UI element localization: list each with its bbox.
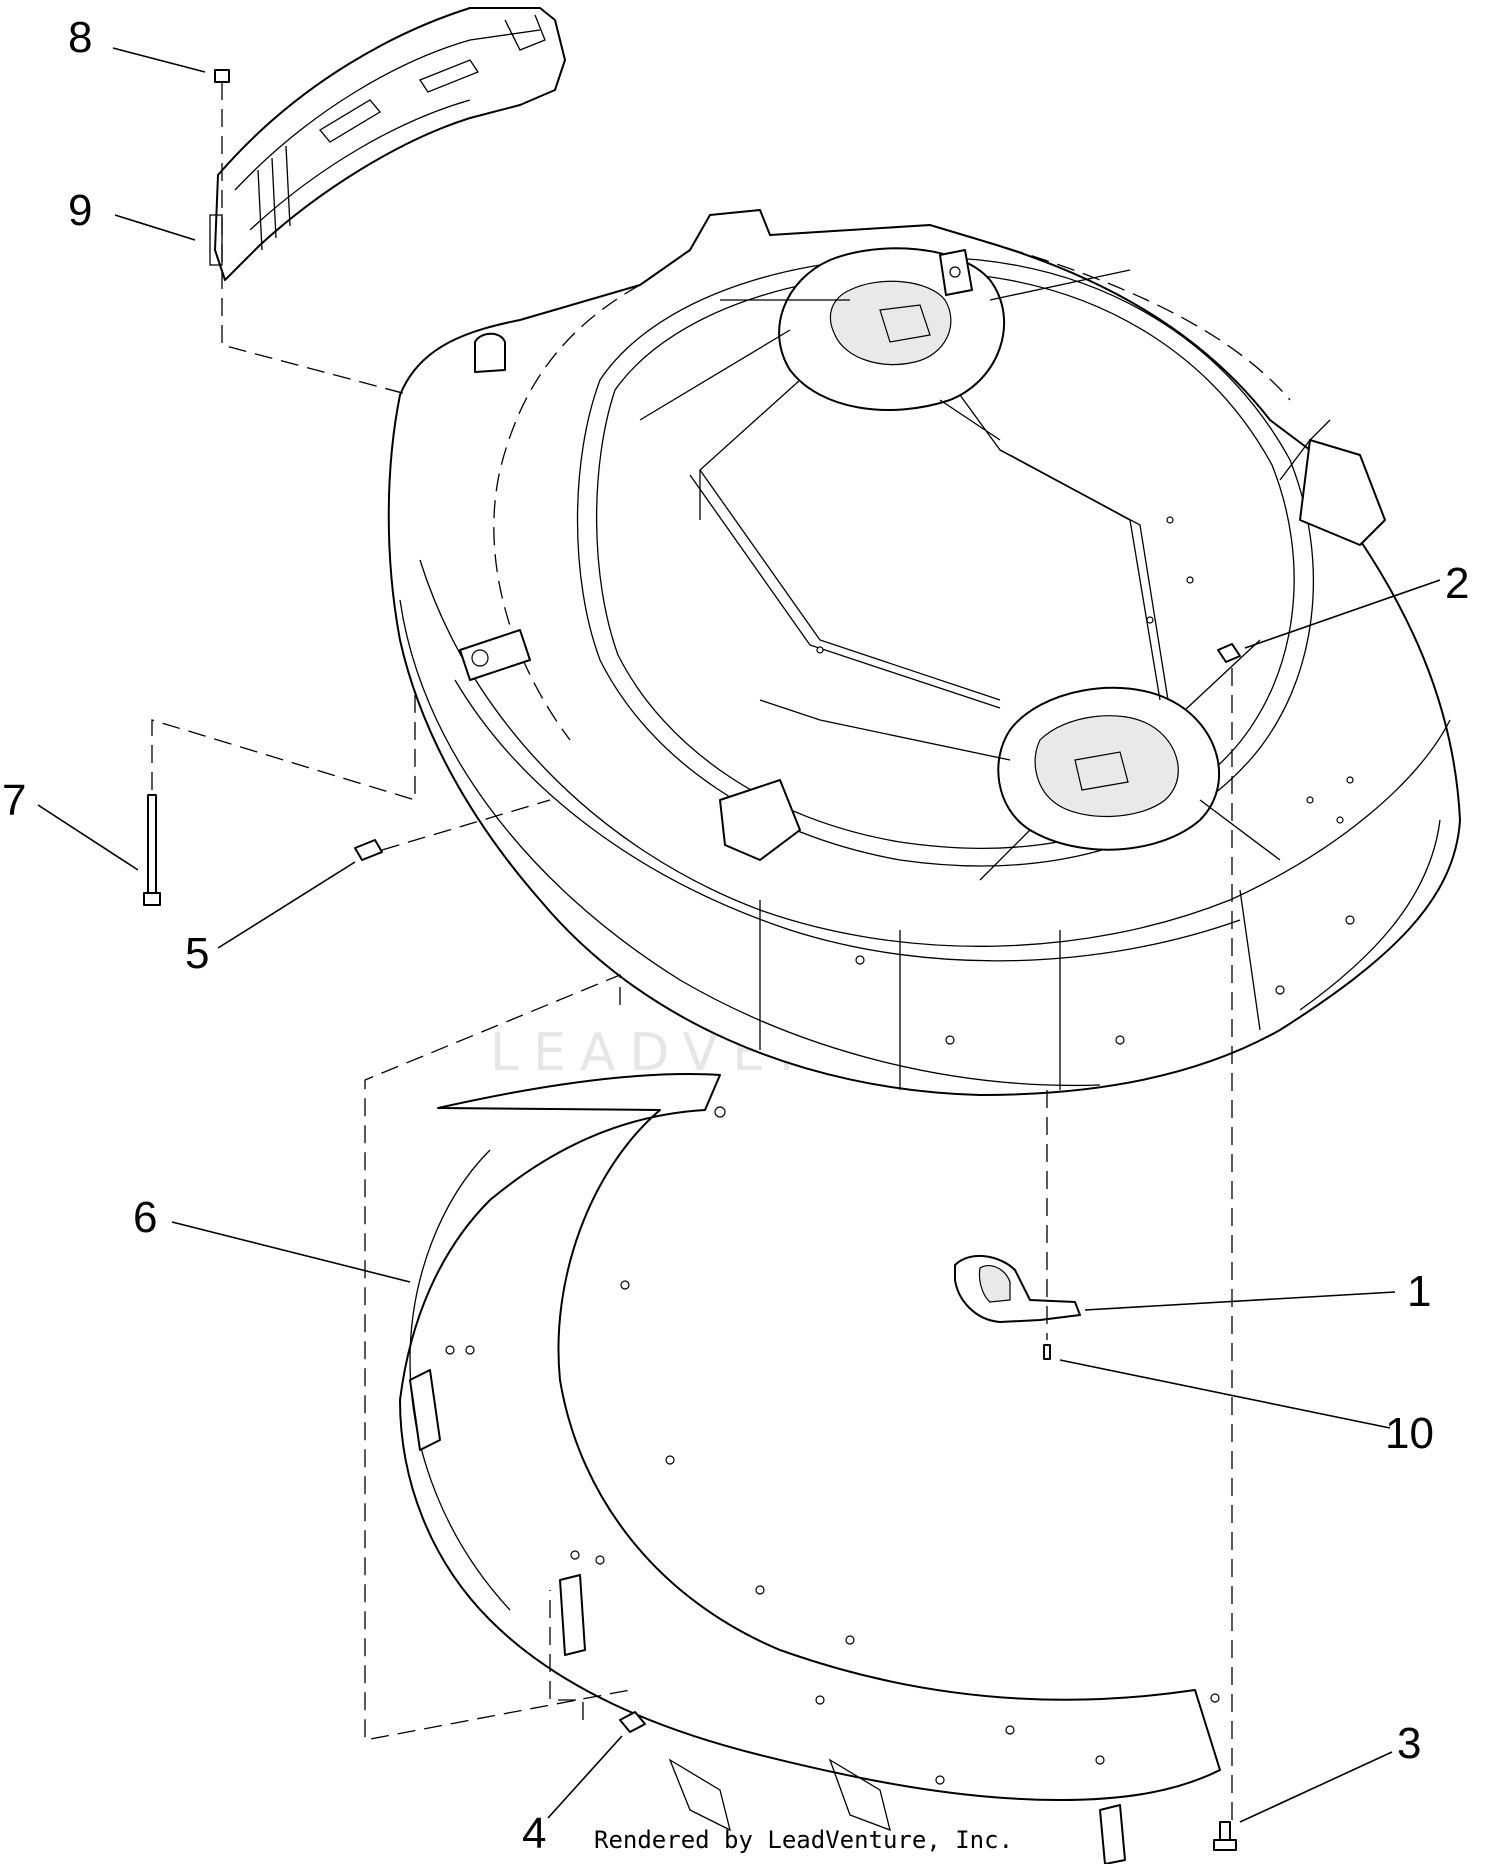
assembly-lines	[151, 82, 1233, 1820]
callout-9: 9	[68, 186, 92, 235]
screw-part-10	[1043, 1344, 1051, 1360]
nut-part-4	[619, 1711, 646, 1733]
nut-part-2	[1217, 643, 1241, 663]
callout-6: 6	[133, 1193, 157, 1242]
deck-holes	[816, 516, 1355, 1045]
bolt-part-3	[1213, 1821, 1237, 1851]
callout-7: 7	[2, 776, 26, 825]
callout-10: 10	[1385, 1409, 1434, 1458]
lower-spindle-mount	[759, 639, 1281, 881]
bolt-part-7	[143, 794, 161, 906]
bracket-part	[954, 1254, 1081, 1323]
baffle-part	[399, 1073, 1221, 1864]
leader-lines	[37, 47, 1441, 1823]
mower-deck-housing	[387, 209, 1461, 1096]
bolt-part-8	[214, 69, 230, 83]
discharge-deflector-part	[209, 7, 566, 281]
callout-3: 3	[1397, 1719, 1421, 1768]
callout-1: 1	[1407, 1267, 1431, 1316]
baffle-holes	[445, 1106, 1220, 1785]
callout-2: 2	[1445, 559, 1469, 608]
nut-part-5	[354, 839, 383, 861]
callout-8: 8	[68, 13, 92, 62]
rendered-by-footer: Rendered by LeadVenture, Inc.	[594, 1826, 1013, 1854]
callout-5: 5	[185, 929, 209, 978]
callout-4: 4	[522, 1809, 546, 1858]
